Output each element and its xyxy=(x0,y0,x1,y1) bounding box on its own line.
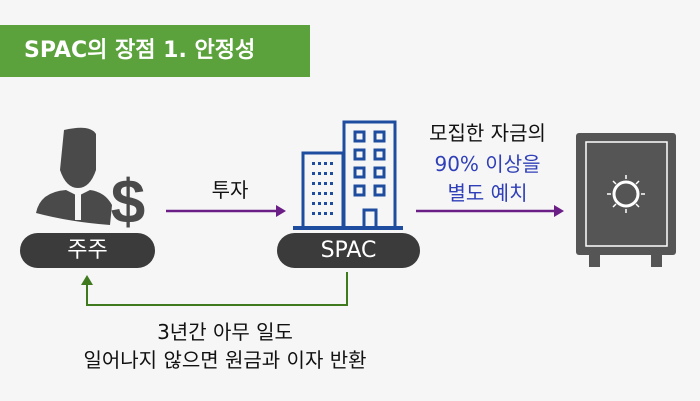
building-icon xyxy=(293,120,403,230)
deposit-arrowhead xyxy=(554,205,564,217)
svg-text:$: $ xyxy=(111,168,145,237)
spac-pill: SPAC xyxy=(277,233,420,268)
invest-arrowhead xyxy=(276,205,286,217)
deposit-line-3: 별도 예치 xyxy=(447,181,528,205)
safe-icon xyxy=(576,133,676,267)
deposit-line-2: 90% 이상을 xyxy=(434,152,541,176)
return-line-1: 3년간 아무 일도 xyxy=(157,320,293,344)
shareholder-pill: 주주 xyxy=(20,233,155,268)
deposit-line-1: 모집한 자금의 xyxy=(429,121,546,145)
title-banner: SPAC의 장점 1. 안정성 xyxy=(0,25,310,77)
shareholder-icon: $ xyxy=(36,127,145,237)
return-arrowhead xyxy=(81,275,93,285)
invest-label: 투자 xyxy=(211,178,249,202)
return-arrow xyxy=(86,272,348,306)
return-line-2: 일어나지 않으면 원금과 이자 반환 xyxy=(83,348,367,372)
